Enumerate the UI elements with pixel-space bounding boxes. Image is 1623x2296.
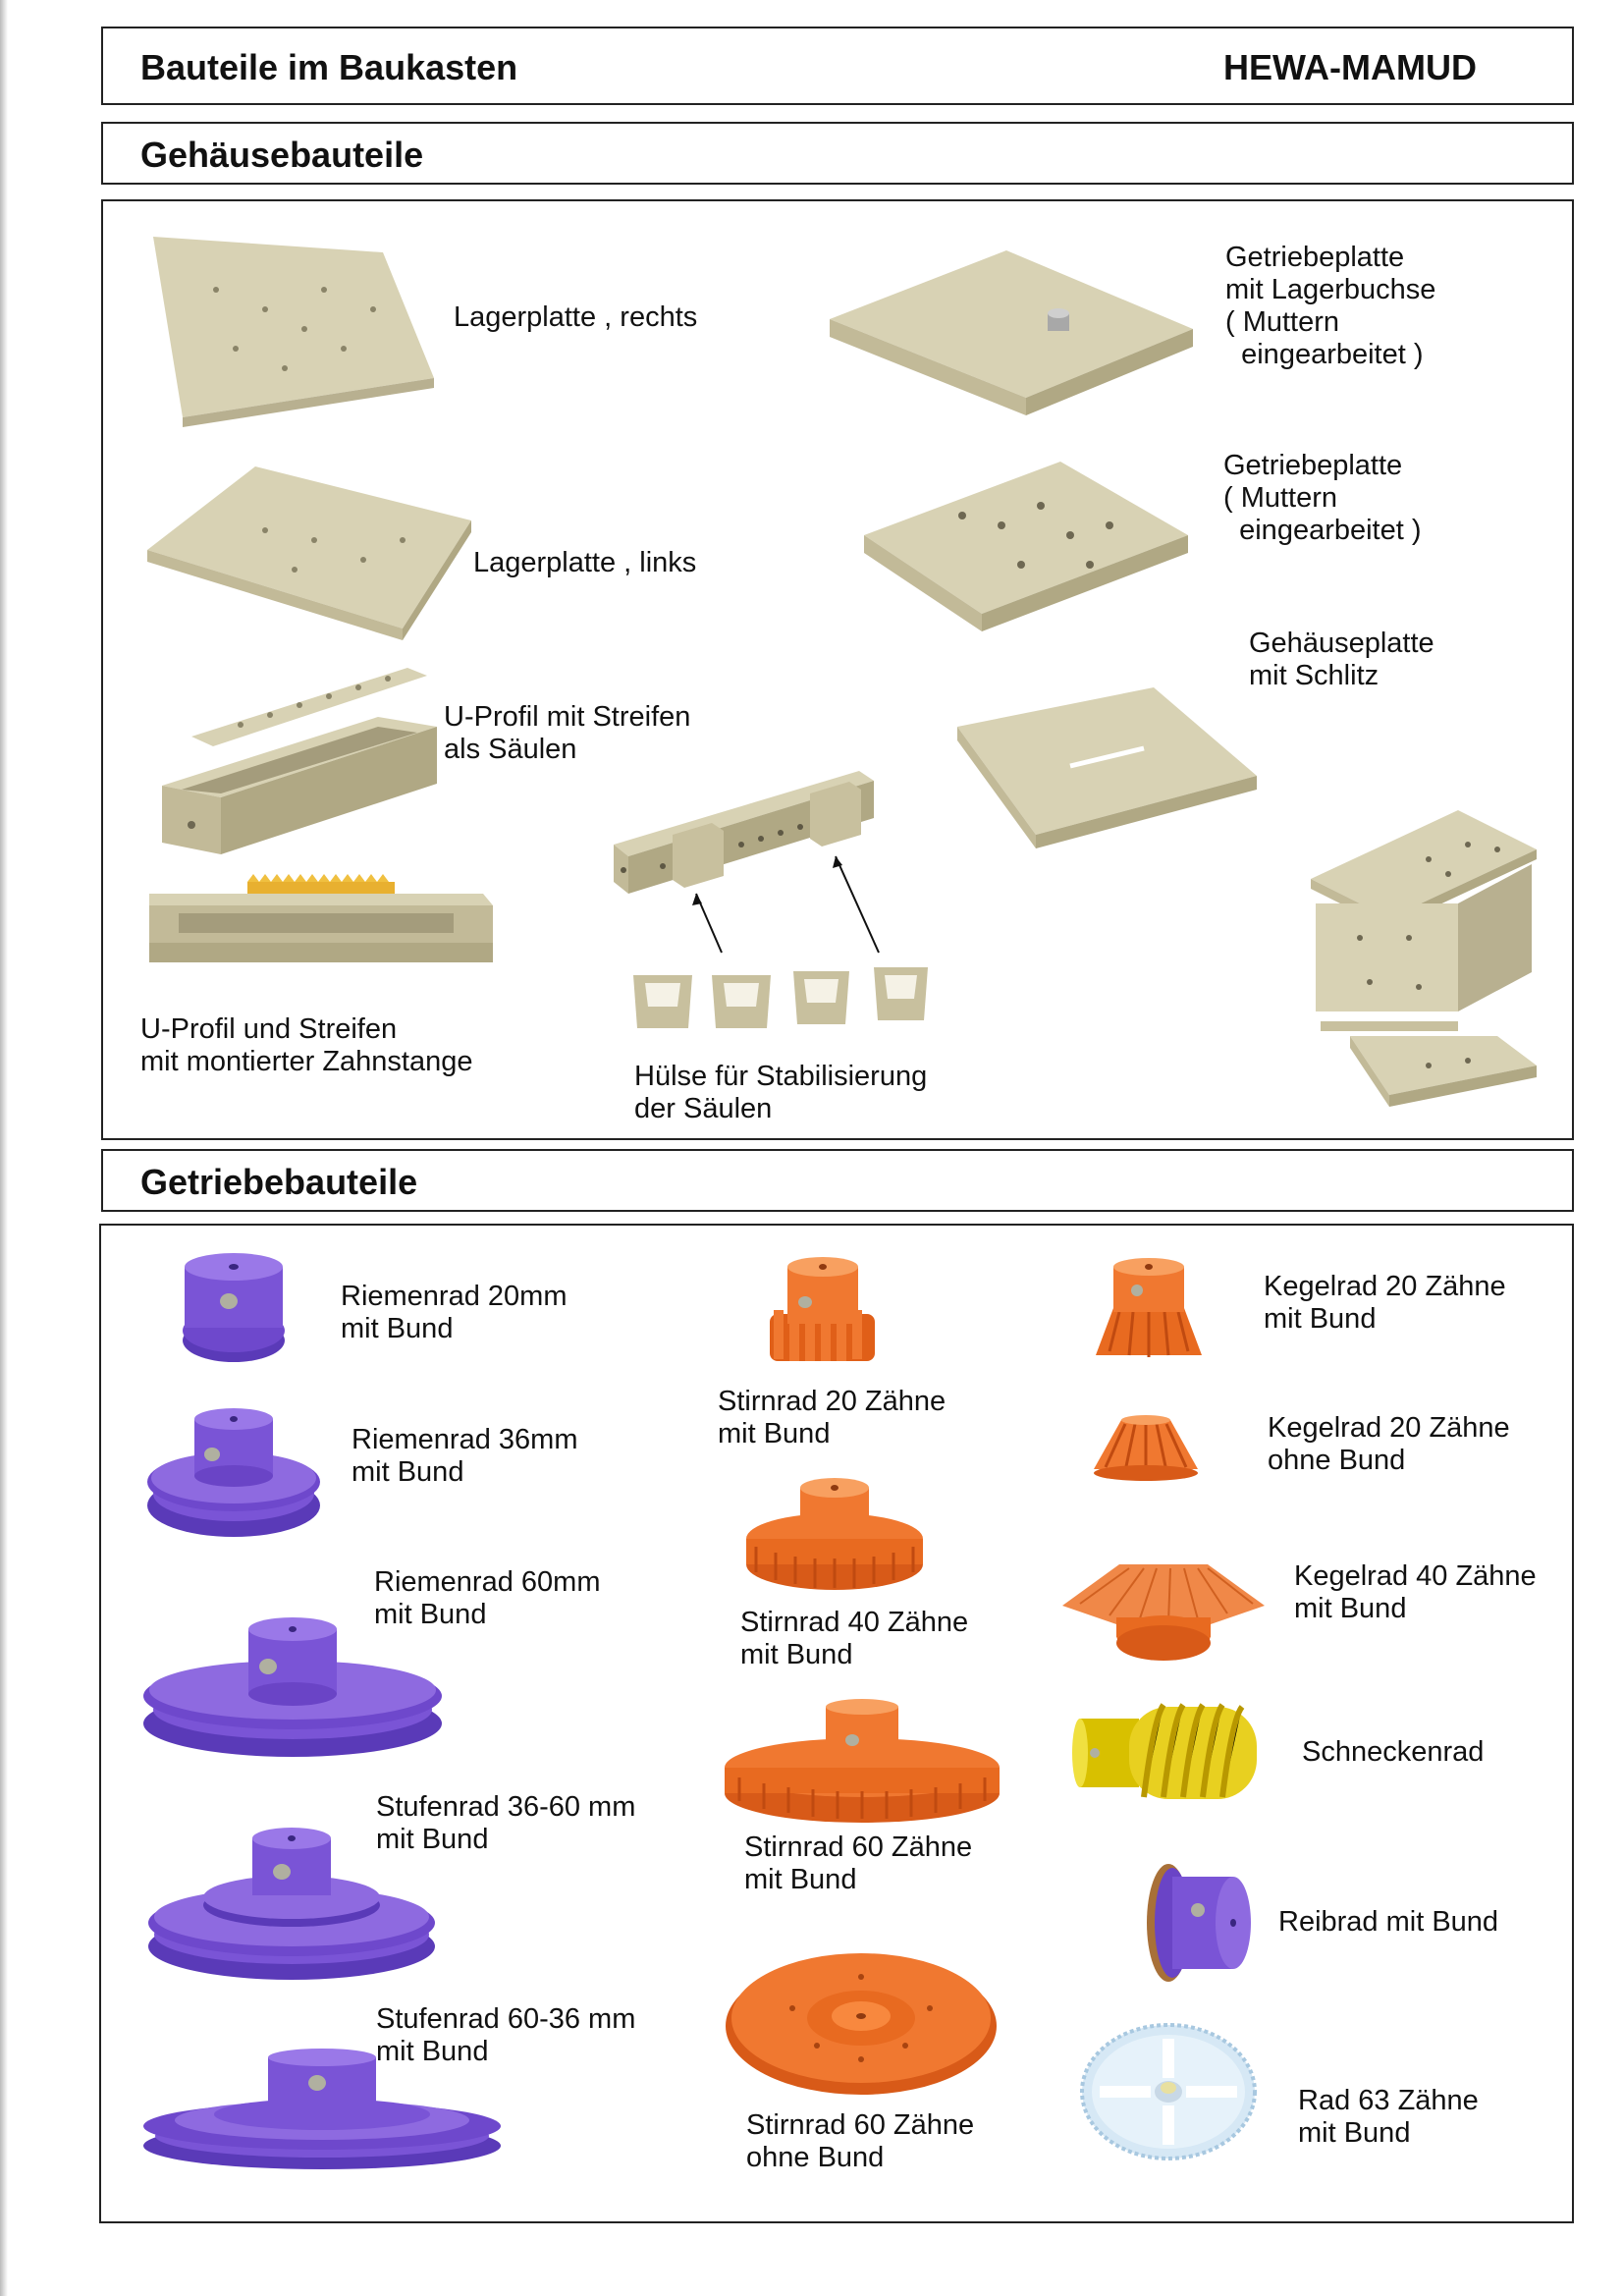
- brand-name: HEWA-MAMUD: [1223, 47, 1477, 87]
- stirnrad-60-ohne-image: [726, 1953, 997, 2095]
- page-title: Bauteile im Baukasten: [140, 47, 518, 87]
- riemenrad-36-image: [147, 1408, 320, 1537]
- label-u-profil-zahnstange: U-Profil und Streifen mit montierter Zah…: [140, 1013, 473, 1077]
- huelse-image: [633, 967, 928, 1028]
- kegelrad-40-image: [1062, 1564, 1265, 1661]
- label-u-profil-streifen: U-Profil mit Streifen als Säulen: [444, 701, 691, 765]
- label-getriebeplatte-lagerbuchse: Getriebeplatte mit Lagerbuchse ( Muttern…: [1225, 242, 1436, 370]
- page-header: [101, 27, 1574, 105]
- lagerplatte-links-image: [147, 466, 471, 640]
- label-stirnrad-60-ohne: Stirnrad 60 Zähne ohne Bund: [746, 2109, 975, 2173]
- label-reibrad: Reibrad mit Bund: [1278, 1906, 1499, 1938]
- kegelrad-20-ohne-image: [1094, 1415, 1198, 1481]
- label-huelse: Hülse für Stabilisierung der Säulen: [634, 1061, 928, 1124]
- housing-panel: [101, 199, 1574, 1140]
- label-riemenrad-36: Riemenrad 36mm mit Bund: [352, 1424, 578, 1488]
- label-stirnrad-60-bund: Stirnrad 60 Zähne mit Bund: [744, 1831, 973, 1895]
- label-rad-63: Rad 63 Zähne mit Bund: [1298, 2085, 1479, 2149]
- label-stufenrad-36-60: Stufenrad 36-60 mm mit Bund: [376, 1791, 636, 1855]
- saeule-mit-huelsen-image: [614, 771, 880, 954]
- scan-edge: [0, 0, 8, 2296]
- u-profil-zahnstange-image: [149, 874, 493, 962]
- label-kegelrad-40: Kegelrad 40 Zähne mit Bund: [1294, 1560, 1537, 1624]
- lagerplatte-rechts-image: [153, 237, 434, 427]
- getriebeplatte-lagerbuchse-image: [830, 250, 1193, 415]
- label-schneckenrad: Schneckenrad: [1302, 1736, 1485, 1768]
- label-stirnrad-20: Stirnrad 20 Zähne mit Bund: [718, 1386, 947, 1449]
- label-stufenrad-60-36: Stufenrad 60-36 mm mit Bund: [376, 2003, 636, 2067]
- stufenrad-60-36-image: [143, 2049, 501, 2169]
- reibrad-image: [1147, 1864, 1251, 1982]
- gehaeuseplatte-schlitz-image: [957, 687, 1257, 848]
- stirnrad-60-bund-image: [725, 1699, 1000, 1823]
- u-profil-streifen-image: [162, 668, 437, 854]
- stufenrad-36-60-image: [148, 1828, 435, 1980]
- section-header-gears: [101, 1149, 1574, 1212]
- riemenrad-20-image: [183, 1253, 285, 1362]
- rad-63-image: [1080, 2023, 1257, 2160]
- stirnrad-20-image: [770, 1257, 875, 1361]
- kegelrad-20-bund-image: [1096, 1258, 1202, 1357]
- section-title-housing: Gehäusebauteile: [140, 135, 424, 175]
- label-lagerplatte-links: Lagerplatte , links: [473, 547, 697, 578]
- label-lagerplatte-rechts: Lagerplatte , rechts: [454, 301, 698, 333]
- schneckenrad-image: [1072, 1703, 1257, 1799]
- gears-panel: [99, 1224, 1574, 2223]
- section-header-housing: [101, 122, 1574, 185]
- label-riemenrad-60: Riemenrad 60mm mit Bund: [374, 1566, 601, 1630]
- stirnrad-40-image: [746, 1478, 923, 1590]
- riemenrad-60-image: [143, 1617, 442, 1757]
- label-kegelrad-20-bund: Kegelrad 20 Zähne mit Bund: [1264, 1271, 1506, 1335]
- label-gehaeuseplatte-schlitz: Gehäuseplatte mit Schlitz: [1249, 628, 1434, 691]
- label-getriebeplatte: Getriebeplatte ( Muttern eingearbeitet ): [1223, 450, 1422, 546]
- label-riemenrad-20: Riemenrad 20mm mit Bund: [341, 1281, 568, 1344]
- label-kegelrad-20-ohne: Kegelrad 20 Zähne ohne Bund: [1268, 1412, 1510, 1476]
- label-stirnrad-40: Stirnrad 40 Zähne mit Bund: [740, 1607, 969, 1670]
- getriebeplatte-image: [864, 462, 1188, 631]
- gehaeuse-explosion-image: [1311, 810, 1537, 1107]
- section-title-gears: Getriebebauteile: [140, 1162, 418, 1202]
